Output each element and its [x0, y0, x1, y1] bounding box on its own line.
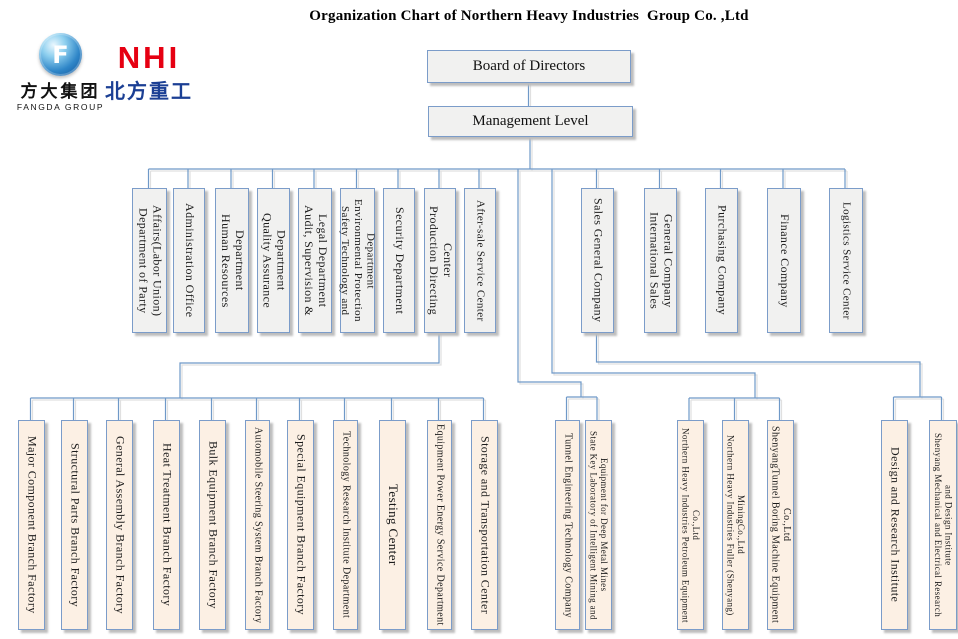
- node-label: Special Equipment Branch Factory: [294, 434, 309, 616]
- node-security-department: Security Department: [383, 188, 415, 333]
- nhi-logo: NHI 北方重工: [104, 42, 194, 104]
- node-label: After-sale Service Center: [474, 199, 487, 322]
- node-label: Purchasing Company: [715, 205, 730, 316]
- node-tunnel-engineering-technology-company: Tunnel Engineering Technology Company: [555, 420, 580, 630]
- nhi-chinese-name: 北方重工: [105, 79, 193, 103]
- node-label: Production Directing Center: [427, 206, 455, 315]
- node-label: Board of Directors: [472, 58, 586, 74]
- fangda-f-glyph: F: [52, 40, 69, 69]
- node-party-affairs-department: Department of Party Affairs(Labor Union): [132, 188, 167, 333]
- node-label: Security Department: [392, 206, 407, 315]
- node-design-and-research-institute: Design and Research Institute: [881, 420, 908, 630]
- fangda-logo: F 方大集团 FANGDA GROUP: [13, 33, 108, 112]
- node-finance-company: Finance Company: [767, 188, 801, 333]
- node-purchasing-company: Purchasing Company: [705, 188, 738, 333]
- node-label: Equipment Power Energy Service Departmen…: [434, 424, 446, 626]
- node-label: Administration Office: [182, 203, 197, 318]
- node-human-resources-department: Human Resources Department: [215, 188, 249, 333]
- chart-title: Organization Chart of Northern Heavy Ind…: [309, 8, 749, 24]
- node-shenyang-mechanical-electrical-institute: Shenyang Mechanical and Electrical Resea…: [929, 420, 957, 630]
- node-label: Logistics Service Center: [840, 201, 853, 320]
- fangda-english-name: FANGDA GROUP: [16, 102, 105, 112]
- node-special-equipment-branch-factory: Special Equipment Branch Factory: [287, 420, 314, 630]
- node-petroleum-equipment-company: Northern Heavy Industries Petroleum Equi…: [677, 420, 704, 630]
- node-board-of-directors: Board of Directors: [427, 50, 631, 83]
- node-label: Storage and Transportation Center: [478, 435, 493, 615]
- node-quality-assurance-department: Quality Assurance Department: [257, 188, 290, 333]
- node-shenyang-tunnel-boring-machine-company: ShenyangTunnel Boring Machine Equipment …: [767, 420, 794, 630]
- node-label: State Key Laboratory of Intelligent Mini…: [588, 430, 609, 620]
- node-label: General Assembly Branch Factory: [113, 435, 128, 615]
- node-label: Bulk Equipment Branch Factory: [206, 441, 221, 609]
- node-label: Heat Treatment Branch Factory: [160, 443, 175, 607]
- nhi-abbreviation: NHI: [117, 40, 181, 75]
- node-label: Sales General Company: [591, 198, 606, 323]
- node-bulk-equipment-branch-factory: Bulk Equipment Branch Factory: [199, 420, 226, 630]
- node-after-sale-service-center: After-sale Service Center: [464, 188, 496, 333]
- fangda-sphere-icon: F: [39, 33, 82, 76]
- node-label: Quality Assurance Department: [260, 212, 289, 309]
- node-label: Northern Heavy Industries Petroleum Equi…: [680, 427, 701, 623]
- node-label: Structural Parts Branch Factory: [68, 442, 83, 608]
- node-production-directing-center: Production Directing Center: [424, 188, 456, 333]
- node-label: Finance Company: [777, 213, 792, 308]
- node-label: Automobile Steering System Branch Factor…: [252, 426, 264, 624]
- node-equipment-power-energy-service-department: Equipment Power Energy Service Departmen…: [427, 420, 452, 630]
- node-state-key-laboratory: State Key Laboratory of Intelligent Mini…: [585, 420, 612, 630]
- node-general-assembly-branch-factory: General Assembly Branch Factory: [106, 420, 133, 630]
- node-label: Human Resources Department: [219, 213, 247, 308]
- node-administration-office: Administration Office: [173, 188, 205, 333]
- node-structural-parts-branch-factory: Structural Parts Branch Factory: [61, 420, 88, 630]
- node-technology-research-institute-department: Technology Research Institute Department: [333, 420, 358, 630]
- node-label: Management Level: [472, 113, 589, 129]
- node-label: Audit, Supervision & Legal Department: [302, 204, 330, 316]
- node-storage-and-transportation-center: Storage and Transportation Center: [471, 420, 498, 630]
- node-international-sales-general-company: International Sales General Company: [644, 188, 677, 333]
- node-label: Major Component Branch Factory: [25, 436, 40, 614]
- node-testing-center: Testing Center: [379, 420, 406, 630]
- node-management-level: Management Level: [428, 106, 633, 137]
- node-audit-supervision-legal-department: Audit, Supervision & Legal Department: [298, 188, 332, 333]
- fangda-chinese-name: 方大集团: [20, 82, 101, 102]
- node-safety-environmental-department: Safety Technology and Environmental Prot…: [339, 188, 377, 333]
- node-fuller-shenyang-mining-company: Northern Heavy Industries Fuller (Shenya…: [722, 420, 749, 630]
- node-label: Design and Research Institute: [888, 447, 903, 603]
- node-label: Safety Technology and Environmental Prot…: [339, 199, 377, 322]
- node-label: Northern Heavy Industries Fuller (Shenya…: [725, 434, 746, 616]
- node-label: International Sales General Company: [647, 211, 676, 310]
- node-automobile-steering-system-branch-factory: Automobile Steering System Branch Factor…: [245, 420, 270, 630]
- node-logistics-service-center: Logistics Service Center: [829, 188, 863, 333]
- node-heat-treatment-branch-factory: Heat Treatment Branch Factory: [153, 420, 180, 630]
- node-sales-general-company: Sales General Company: [581, 188, 614, 333]
- node-label: ShenyangTunnel Boring Machine Equipment …: [769, 426, 793, 624]
- node-label: Department of Party Affairs(Labor Union): [136, 204, 165, 317]
- node-label: Tunnel Engineering Technology Company: [562, 432, 574, 618]
- node-label: Technology Research Institute Department: [340, 431, 352, 619]
- node-label: Testing Center: [385, 484, 401, 566]
- node-label: Shenyang Mechanical and Electrical Resea…: [933, 432, 954, 618]
- node-major-component-branch-factory: Major Component Branch Factory: [18, 420, 45, 630]
